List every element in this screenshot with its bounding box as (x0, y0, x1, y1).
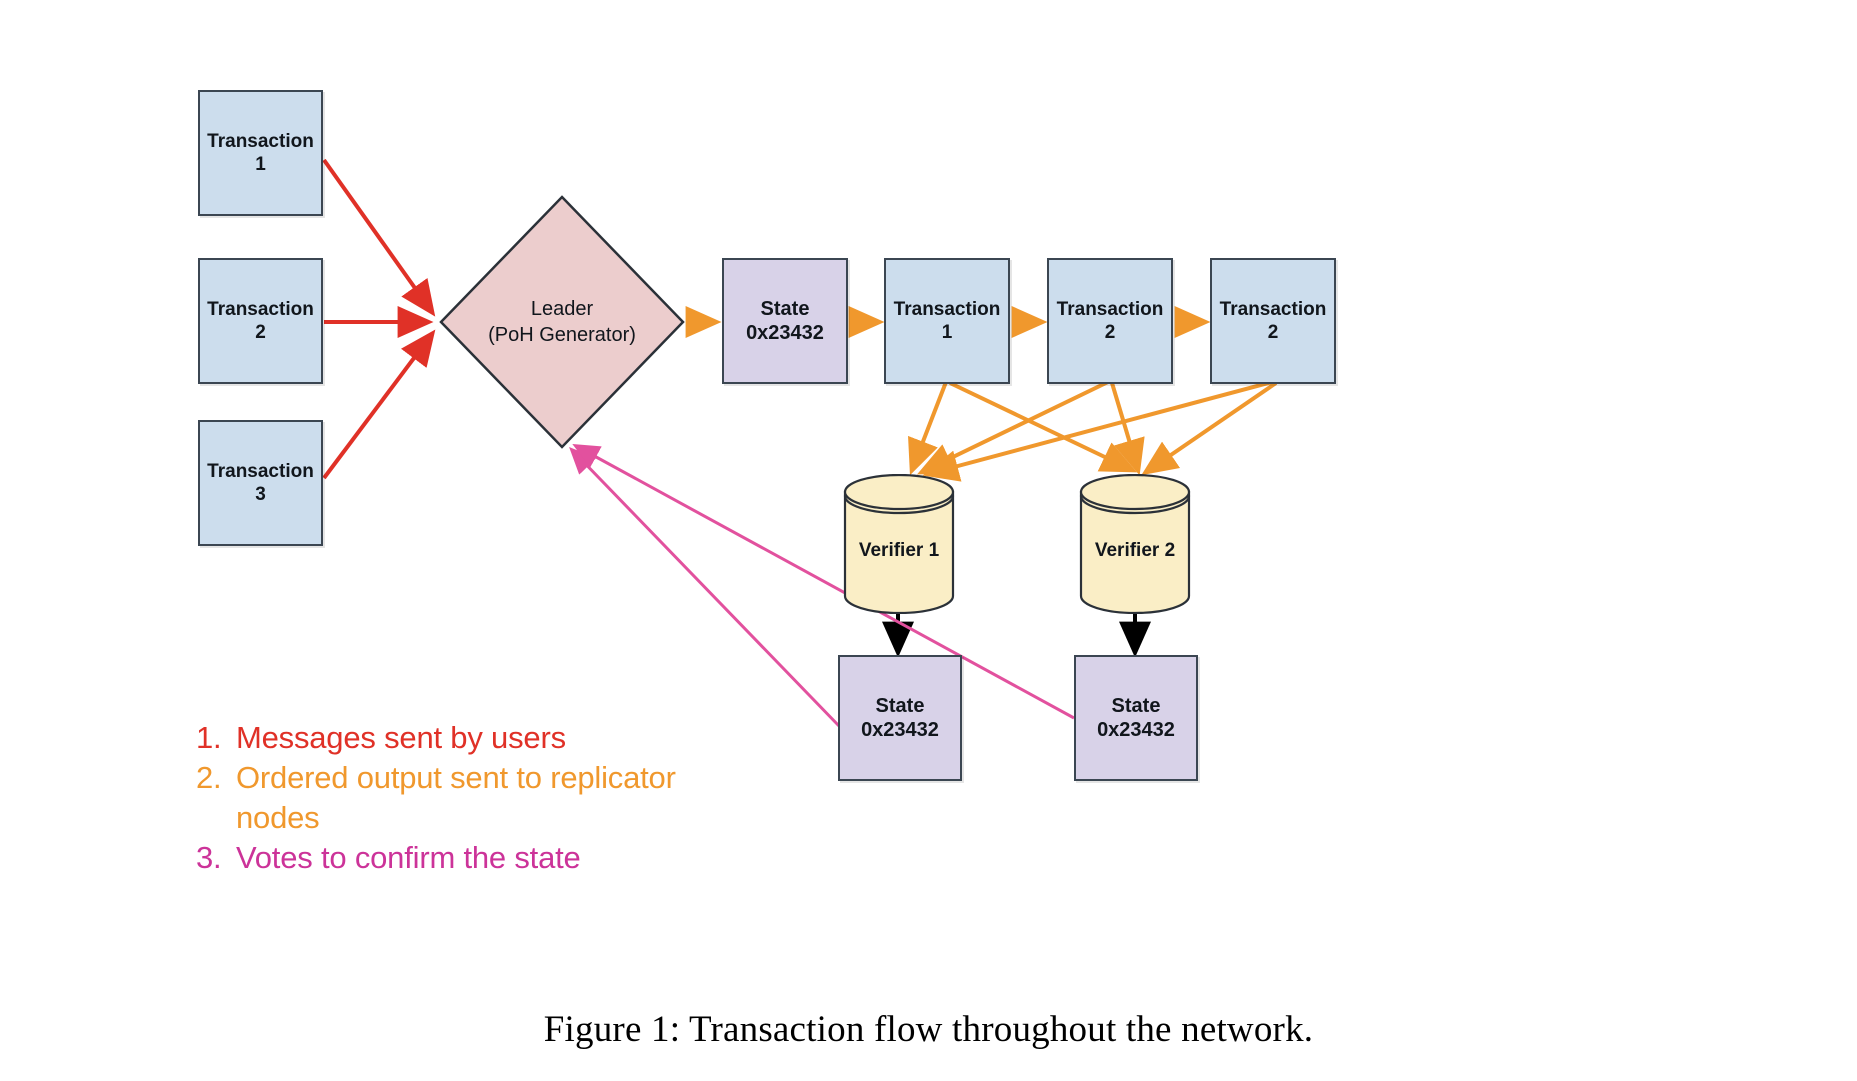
node-number: 2 (1267, 322, 1279, 343)
node-title: Transaction (207, 460, 314, 482)
figure-caption: Figure 1: Transaction flow throughout th… (543, 1009, 1314, 1050)
ledger-transaction-3[interactable]: Transaction 2 (1210, 258, 1336, 384)
node-title: Transaction (1056, 298, 1164, 320)
node-title: State (760, 297, 810, 320)
verifier-2-node[interactable]: Verifier 2 (1079, 473, 1191, 615)
node-title: Transaction (207, 298, 314, 320)
leader-diamond-shape (439, 195, 685, 449)
ledger-state-0x23432[interactable]: State 0x23432 (722, 258, 848, 384)
node-number: 2 (255, 322, 266, 343)
legend-item-2-number: 2. (196, 759, 222, 795)
leader-label-line1: Leader (530, 298, 594, 320)
legend-item-3-number: 3. (196, 839, 222, 875)
node-number: 1 (255, 154, 266, 175)
node-title: State (875, 694, 925, 717)
verifier-cylinder-shape (843, 473, 955, 615)
ledger-transaction-2[interactable]: Transaction 2 (1047, 258, 1173, 384)
legend-item-1: 1. Messages sent by users (196, 718, 716, 758)
verifier-cylinder-shape (1079, 473, 1191, 615)
verifier-2-state[interactable]: State 0x23432 (1074, 655, 1198, 781)
edge-group-votes (569, 443, 1075, 729)
leader-label: Leader (PoH Generator) (438, 194, 686, 450)
legend-item-2: 2. Ordered output sent to replicator nod… (196, 758, 716, 838)
node-title: Transaction (207, 130, 314, 152)
node-number: 2 (1104, 322, 1116, 343)
node-number: 0x23432 (861, 719, 939, 741)
verifier-1-label: Verifier 1 (858, 540, 940, 561)
edge-group-to-verifiers (908, 380, 1278, 482)
legend: 1. Messages sent by users 2. Ordered out… (196, 718, 716, 878)
verifier-1-state[interactable]: State 0x23432 (838, 655, 962, 781)
legend-item-1-text: Messages sent by users (236, 720, 566, 755)
node-number: 0x23432 (1097, 719, 1175, 741)
legend-item-3: 3. Votes to confirm the state (196, 838, 716, 878)
transaction-input-3[interactable]: Transaction 3 (198, 420, 323, 546)
transaction-input-1[interactable]: Transaction 1 (198, 90, 323, 216)
node-number: 0x23432 (746, 322, 824, 344)
node-title: Transaction (893, 298, 1001, 320)
node-title: State (1111, 694, 1161, 717)
leader-node[interactable]: Leader (PoH Generator) (438, 194, 686, 450)
verifier-1-node[interactable]: Verifier 1 (843, 473, 955, 615)
verifier-2-label: Verifier 2 (1094, 540, 1176, 561)
node-number: 3 (255, 484, 266, 505)
leader-label-line2: (PoH Generator) (488, 324, 636, 346)
transaction-input-2[interactable]: Transaction 2 (198, 258, 323, 384)
ledger-transaction-1[interactable]: Transaction 1 (884, 258, 1010, 384)
legend-item-3-text: Votes to confirm the state (236, 839, 581, 875)
legend-item-1-number: 1. (196, 720, 222, 755)
edge-group-user-messages (322, 158, 436, 480)
edge-group-verifier-to-state (882, 612, 1151, 658)
node-number: 1 (941, 322, 953, 343)
node-title: Transaction (1219, 298, 1327, 320)
legend-item-2-text: Ordered output sent to replicator nodes (236, 759, 676, 835)
